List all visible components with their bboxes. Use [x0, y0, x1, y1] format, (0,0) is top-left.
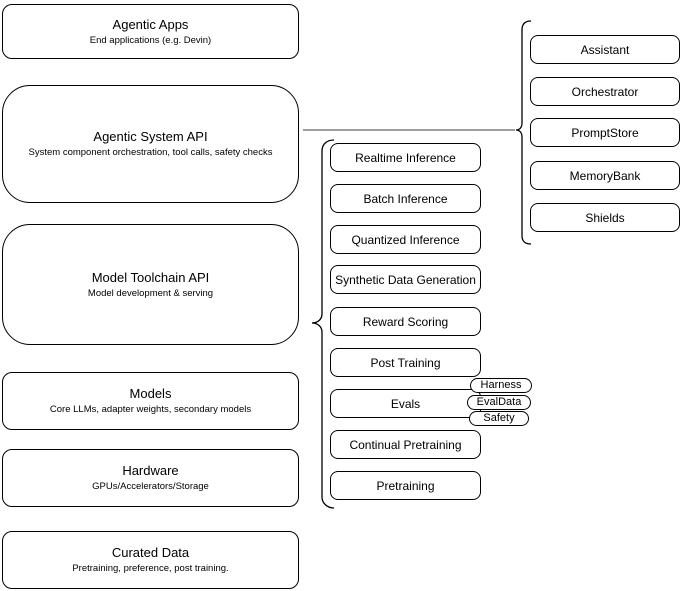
node-curated-data: Curated Data Pretraining, preference, po…	[2, 531, 299, 589]
node-title: Agentic System API	[93, 129, 208, 144]
node-title: Hardware	[122, 463, 179, 478]
node-promptstore: PromptStore	[530, 118, 680, 147]
node-title: Curated Data	[111, 545, 190, 560]
node-batch-inference: Batch Inference	[330, 184, 481, 213]
node-title: Agentic Apps	[112, 16, 189, 32]
node-subtitle: Core LLMs, adapter weights, secondary mo…	[49, 404, 252, 415]
components-group-brace	[515, 20, 532, 245]
node-title: Models	[129, 386, 172, 401]
tag-harness: Harness	[470, 378, 532, 393]
node-subtitle: End applications (e.g. Devin)	[89, 34, 212, 46]
node-models: Models Core LLMs, adapter weights, secon…	[2, 372, 299, 430]
node-agentic-apps: Agentic Apps End applications (e.g. Devi…	[2, 4, 299, 59]
node-post-training: Post Training	[330, 348, 481, 377]
node-subtitle: GPUs/Accelerators/Storage	[92, 481, 209, 492]
node-memorybank: MemoryBank	[530, 161, 680, 190]
node-pretraining: Pretraining	[330, 471, 481, 500]
tag-safety: Safety	[469, 411, 529, 426]
node-realtime-inference: Realtime Inference	[330, 143, 481, 172]
node-model-toolchain-api: Model Toolchain API Model development & …	[2, 224, 299, 345]
node-continual-pretraining: Continual Pretraining	[330, 430, 481, 459]
node-subtitle: System component orchestration, tool cal…	[28, 147, 273, 158]
node-assistant: Assistant	[530, 35, 680, 64]
node-hardware: Hardware GPUs/Accelerators/Storage	[2, 449, 299, 507]
node-subtitle: Model development & serving	[87, 287, 214, 299]
node-shields: Shields	[530, 203, 680, 232]
node-reward-scoring: Reward Scoring	[330, 307, 481, 336]
node-orchestrator: Orchestrator	[530, 77, 680, 106]
node-subtitle: Pretraining, preference, post training.	[72, 563, 229, 574]
node-title: Model Toolchain API	[91, 269, 210, 285]
node-evals: Evals	[330, 389, 481, 418]
node-quantized-inference: Quantized Inference	[330, 225, 481, 254]
tag-evaldata: EvalData	[467, 395, 531, 410]
node-agentic-system-api: Agentic System API System component orch…	[2, 85, 299, 203]
node-synthetic-data-generation: Synthetic Data Generation	[330, 265, 481, 294]
